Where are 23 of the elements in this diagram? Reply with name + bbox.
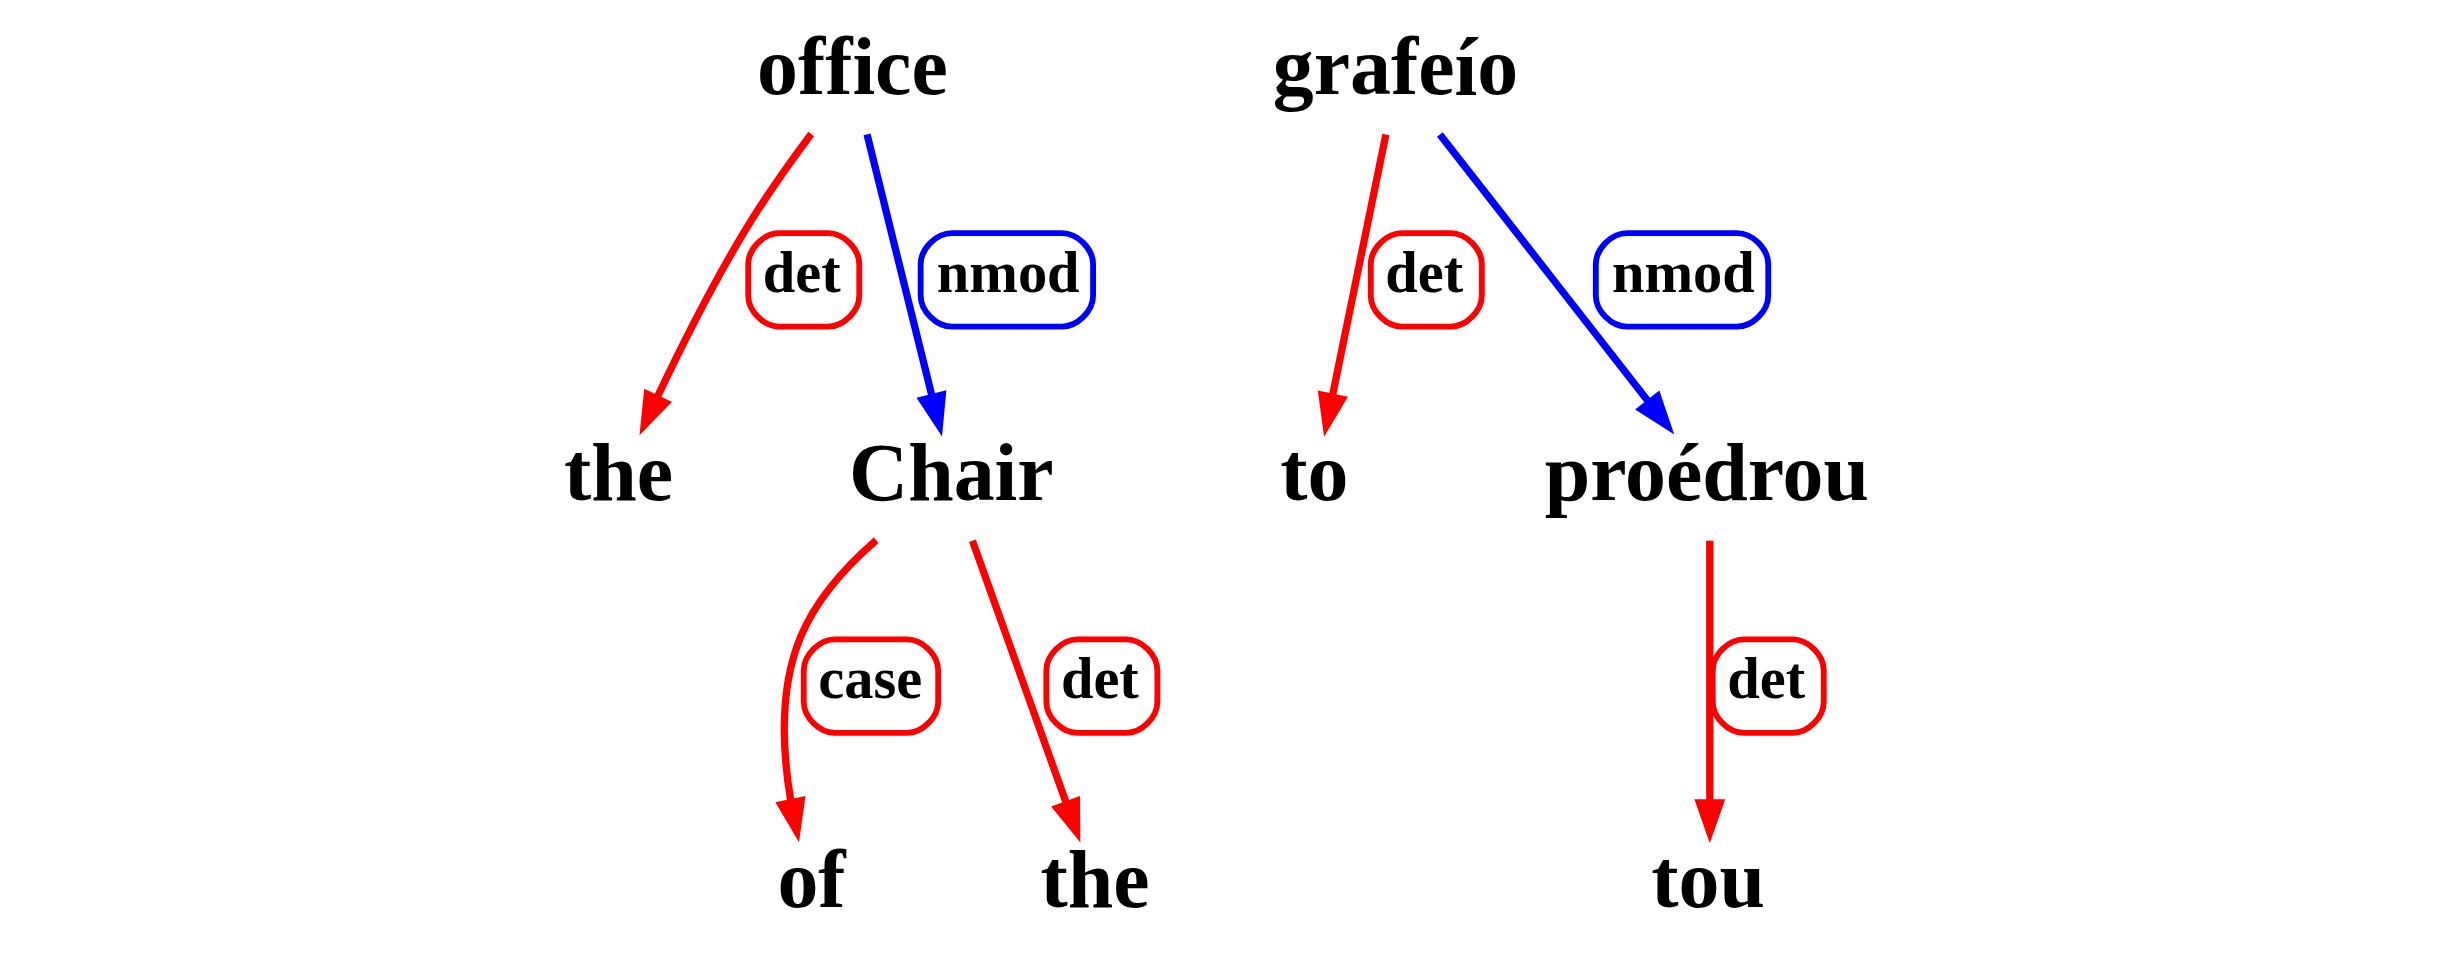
arrow — [639, 131, 814, 436]
edge-label: det — [1726, 645, 1805, 711]
edge-label: det — [762, 239, 841, 305]
arrow — [968, 539, 1080, 843]
edge-label: case — [817, 645, 922, 711]
node-text: proédrou — [1544, 427, 1869, 519]
node-text: grafeío — [1272, 20, 1518, 112]
node-text: the — [1039, 833, 1150, 925]
node-text: tou — [1650, 833, 1765, 925]
arrow — [863, 133, 946, 437]
node-text: to — [1279, 427, 1348, 519]
edge-label: nmod — [936, 239, 1080, 305]
node-text: of — [776, 833, 846, 925]
node-text: the — [563, 427, 673, 519]
arrow — [1693, 540, 1725, 844]
edge-label: det — [1384, 239, 1463, 305]
edge-label: det — [1060, 645, 1139, 711]
edge-label: nmod — [1611, 239, 1755, 305]
arrow — [774, 537, 879, 843]
arrow — [1317, 133, 1389, 437]
node-text: Chair — [848, 427, 1054, 519]
node-text: office — [756, 20, 948, 112]
arrow — [1436, 132, 1674, 435]
